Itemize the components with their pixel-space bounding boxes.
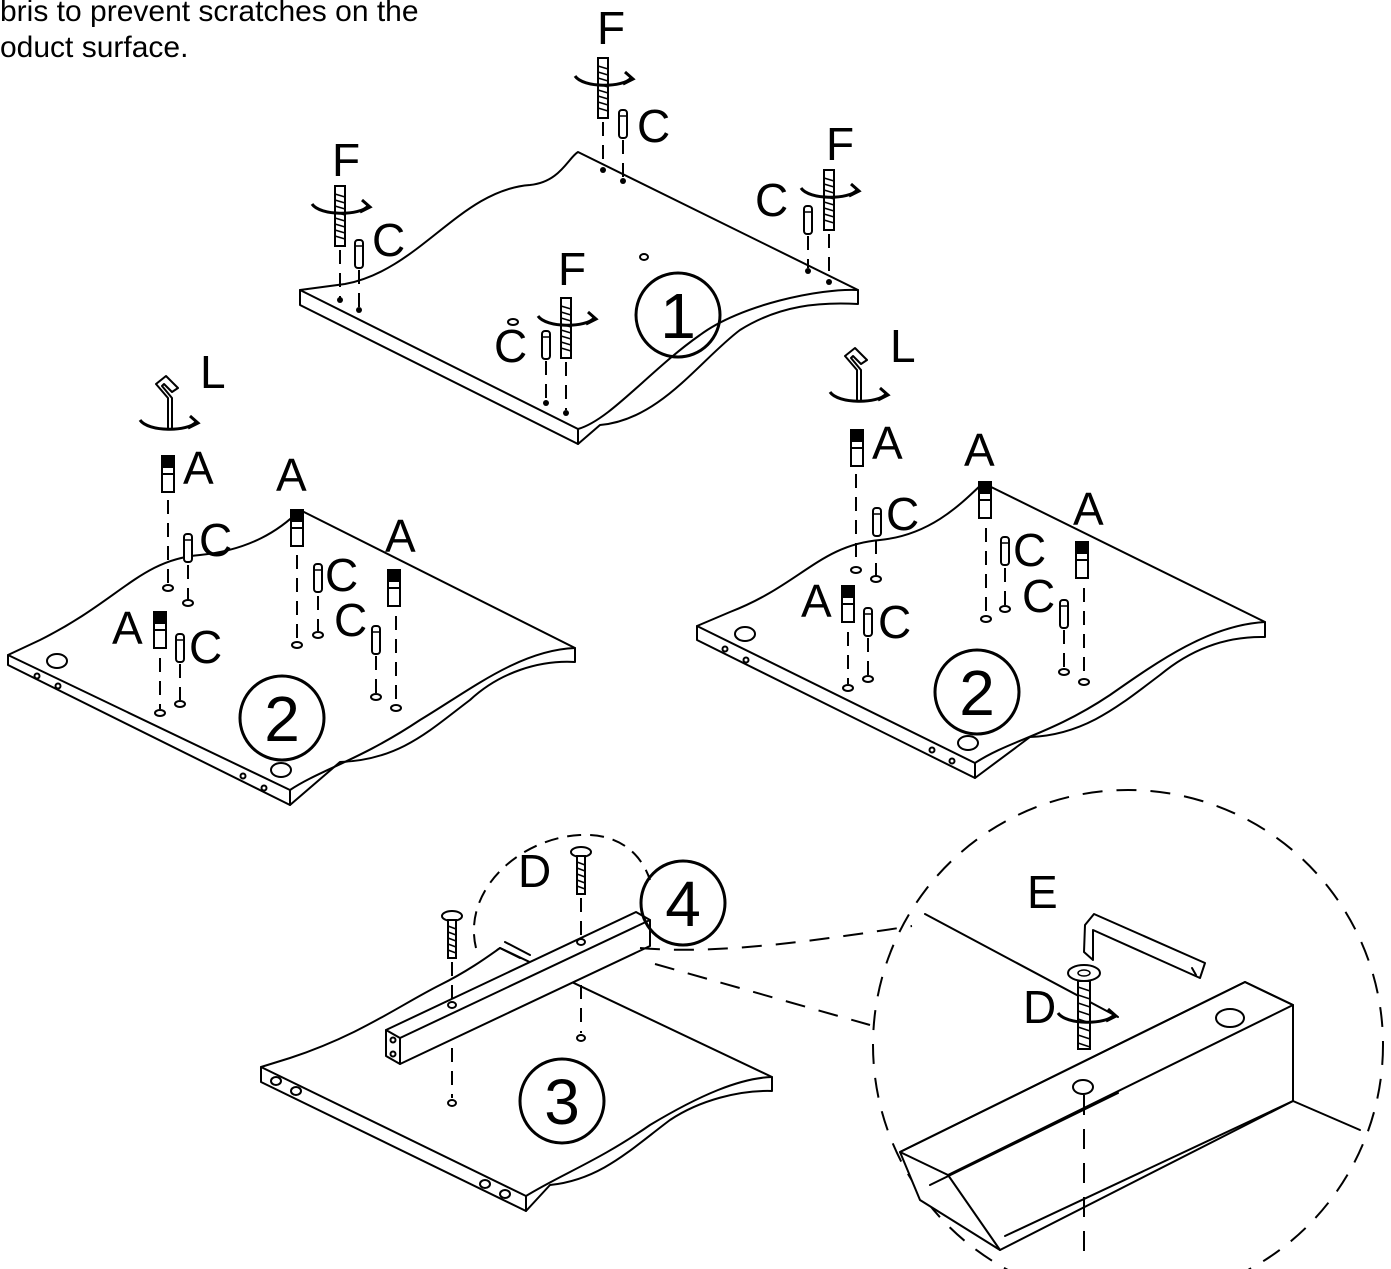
note-line-1: bris to prevent scratches on the (0, 0, 419, 28)
label-f-top: F (597, 2, 625, 54)
label-l-right: L (890, 320, 916, 372)
label-a-right-4: A (801, 575, 832, 627)
label-l-left: L (200, 346, 226, 398)
label-a-right-1: A (872, 417, 903, 469)
panel-step-2-right: L A A A A C C C C 2 (696, 320, 1266, 779)
label-c-right-1: C (886, 488, 919, 540)
label-c-right-3: C (1022, 570, 1055, 622)
label-a-right-3: A (1073, 483, 1104, 535)
label-a-left-4: A (112, 602, 143, 654)
label-e-detail: E (1027, 866, 1058, 918)
note-line-2: oduct surface. (0, 31, 189, 64)
callout-line-lower (654, 963, 871, 1026)
label-d-step3: D (518, 845, 551, 897)
label-f-right: F (826, 118, 854, 170)
step-3-number: 3 (544, 1066, 580, 1138)
label-a-left-3: A (385, 510, 416, 562)
step-3-marker (518, 1057, 606, 1145)
step-2-right-number: 2 (959, 657, 995, 729)
step-1-number: 1 (660, 280, 696, 352)
label-a-left-1: A (183, 442, 214, 494)
step-4-marker (639, 859, 727, 947)
panel-step-2-left: L A A A A C C C C 2 (7, 346, 576, 806)
label-c-left-1: C (199, 514, 232, 566)
step-2-left-marker (238, 674, 326, 762)
label-c-right: C (755, 174, 788, 226)
step-1-marker (634, 271, 722, 359)
label-f-left: F (332, 134, 360, 186)
label-c-front: C (494, 320, 527, 372)
label-c-left: C (372, 214, 405, 266)
instruction-note: bris to prevent scratches on the oduct s… (0, 0, 560, 66)
label-c-left-2: C (325, 549, 358, 601)
step-2-right-marker (933, 648, 1021, 736)
step-4-number: 4 (665, 868, 701, 940)
label-c-right-2: C (1013, 524, 1046, 576)
detail-step-4: E D (872, 789, 1384, 1269)
label-c-left-3: C (334, 594, 367, 646)
label-d-detail: D (1023, 981, 1056, 1033)
label-a-left-2: A (276, 449, 307, 501)
label-c-right-4: C (878, 596, 911, 648)
panel-step-1: F C F C F C F C 1 (299, 2, 861, 445)
label-c-top: C (637, 100, 670, 152)
label-a-right-2: A (964, 424, 995, 476)
panel-step-3: D 3 4 (260, 833, 773, 1212)
label-f-front: F (558, 243, 586, 295)
label-c-left-4: C (189, 621, 222, 673)
step-2-left-number: 2 (264, 683, 300, 755)
